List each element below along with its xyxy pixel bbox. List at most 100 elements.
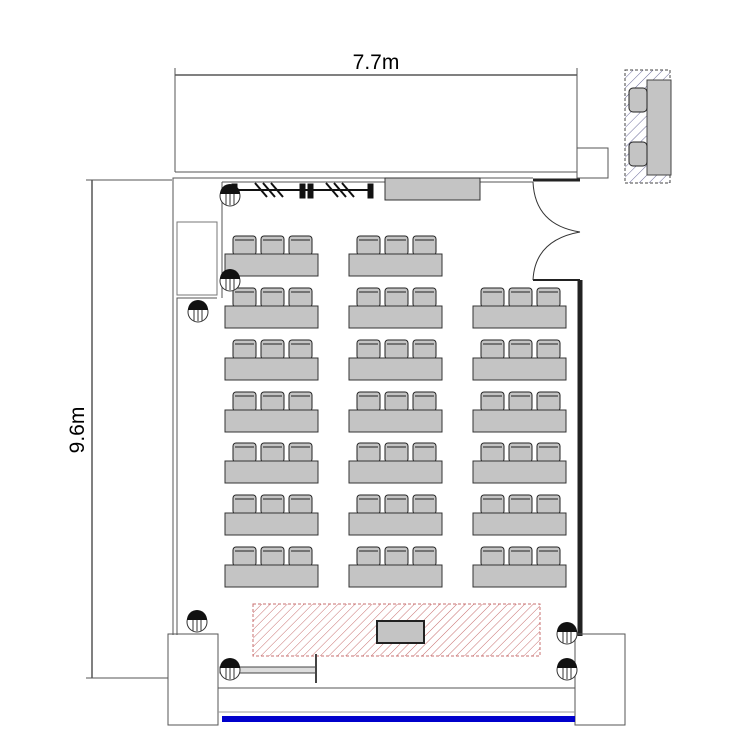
chair-icon xyxy=(480,287,505,308)
table xyxy=(348,512,443,536)
pillar-icon xyxy=(556,658,578,681)
chair-icon xyxy=(260,235,285,256)
table-group xyxy=(348,339,443,381)
table-group xyxy=(348,287,443,329)
chair-icon xyxy=(628,87,648,113)
table-group xyxy=(472,391,567,433)
table-group xyxy=(224,235,319,277)
chair-icon xyxy=(288,339,313,360)
chair-icon xyxy=(480,546,505,567)
chair-icon xyxy=(384,442,409,463)
room-walls xyxy=(167,147,626,726)
chair-icon xyxy=(508,339,533,360)
table-group xyxy=(472,442,567,484)
chair-icon xyxy=(260,339,285,360)
pillar-icon xyxy=(219,658,241,681)
table-group xyxy=(224,494,319,536)
table xyxy=(348,564,443,588)
chair-icon xyxy=(480,494,505,515)
chair-icon xyxy=(288,287,313,308)
chair-icon xyxy=(508,494,533,515)
table xyxy=(224,564,319,588)
chair-icon xyxy=(232,235,257,256)
table xyxy=(348,357,443,381)
table-group xyxy=(348,235,443,277)
chair-icon xyxy=(412,287,437,308)
chair-icon xyxy=(288,546,313,567)
chair-icon xyxy=(356,287,381,308)
seating xyxy=(224,235,567,588)
pillar-icon xyxy=(219,269,241,292)
chair-icon xyxy=(628,141,648,167)
reception-desk xyxy=(624,69,672,184)
chair-icon xyxy=(232,339,257,360)
chair-icon xyxy=(536,546,561,567)
table-group xyxy=(472,494,567,536)
chair-icon xyxy=(412,442,437,463)
table xyxy=(472,460,567,484)
chair-icon xyxy=(536,442,561,463)
chair-icon xyxy=(232,494,257,515)
chair-icon xyxy=(384,339,409,360)
table xyxy=(348,253,443,277)
chair-icon xyxy=(536,494,561,515)
chair-icon xyxy=(232,287,257,308)
podium xyxy=(376,620,425,644)
chair-icon xyxy=(384,494,409,515)
chair-icon xyxy=(356,546,381,567)
table xyxy=(224,253,319,277)
table-group xyxy=(472,339,567,381)
table-group xyxy=(224,287,319,329)
chair-icon xyxy=(288,442,313,463)
chair-icon xyxy=(412,494,437,515)
chair-icon xyxy=(260,442,285,463)
chair-icon xyxy=(508,287,533,308)
chair-icon xyxy=(232,391,257,412)
table-group xyxy=(348,546,443,588)
table xyxy=(224,409,319,433)
pillar-icon xyxy=(556,622,578,645)
table xyxy=(472,305,567,329)
table-group xyxy=(348,494,443,536)
table-group xyxy=(472,546,567,588)
chair-icon xyxy=(412,391,437,412)
table-group xyxy=(348,442,443,484)
width-label: 7.7m xyxy=(353,51,400,74)
table xyxy=(348,409,443,433)
pillar-icon xyxy=(219,184,241,207)
chair-icon xyxy=(232,546,257,567)
chair-icon xyxy=(412,235,437,256)
table xyxy=(348,460,443,484)
chair-icon xyxy=(356,442,381,463)
table xyxy=(472,357,567,381)
width-dimension: 7.7m xyxy=(174,51,578,172)
chair-icon xyxy=(480,391,505,412)
chair-icon xyxy=(288,391,313,412)
chair-icon xyxy=(356,339,381,360)
height-dimension: 9.6m xyxy=(66,179,172,679)
partition xyxy=(231,182,374,199)
chair-icon xyxy=(480,442,505,463)
pillars xyxy=(186,184,578,681)
chair-icon xyxy=(260,391,285,412)
chair-icon xyxy=(412,546,437,567)
chair-icon xyxy=(536,339,561,360)
table xyxy=(224,512,319,536)
chair-icon xyxy=(288,494,313,515)
chair-icon xyxy=(384,391,409,412)
chair-icon xyxy=(412,339,437,360)
chair-icon xyxy=(536,391,561,412)
chair-icon xyxy=(260,546,285,567)
chair-icon xyxy=(356,391,381,412)
pillar-icon xyxy=(186,610,208,633)
chair-icon xyxy=(260,494,285,515)
table-group xyxy=(224,391,319,433)
window xyxy=(222,716,575,722)
table xyxy=(224,305,319,329)
height-label: 9.6m xyxy=(66,407,89,454)
table xyxy=(472,409,567,433)
table xyxy=(348,305,443,329)
table-group xyxy=(472,287,567,329)
chair-icon xyxy=(508,442,533,463)
